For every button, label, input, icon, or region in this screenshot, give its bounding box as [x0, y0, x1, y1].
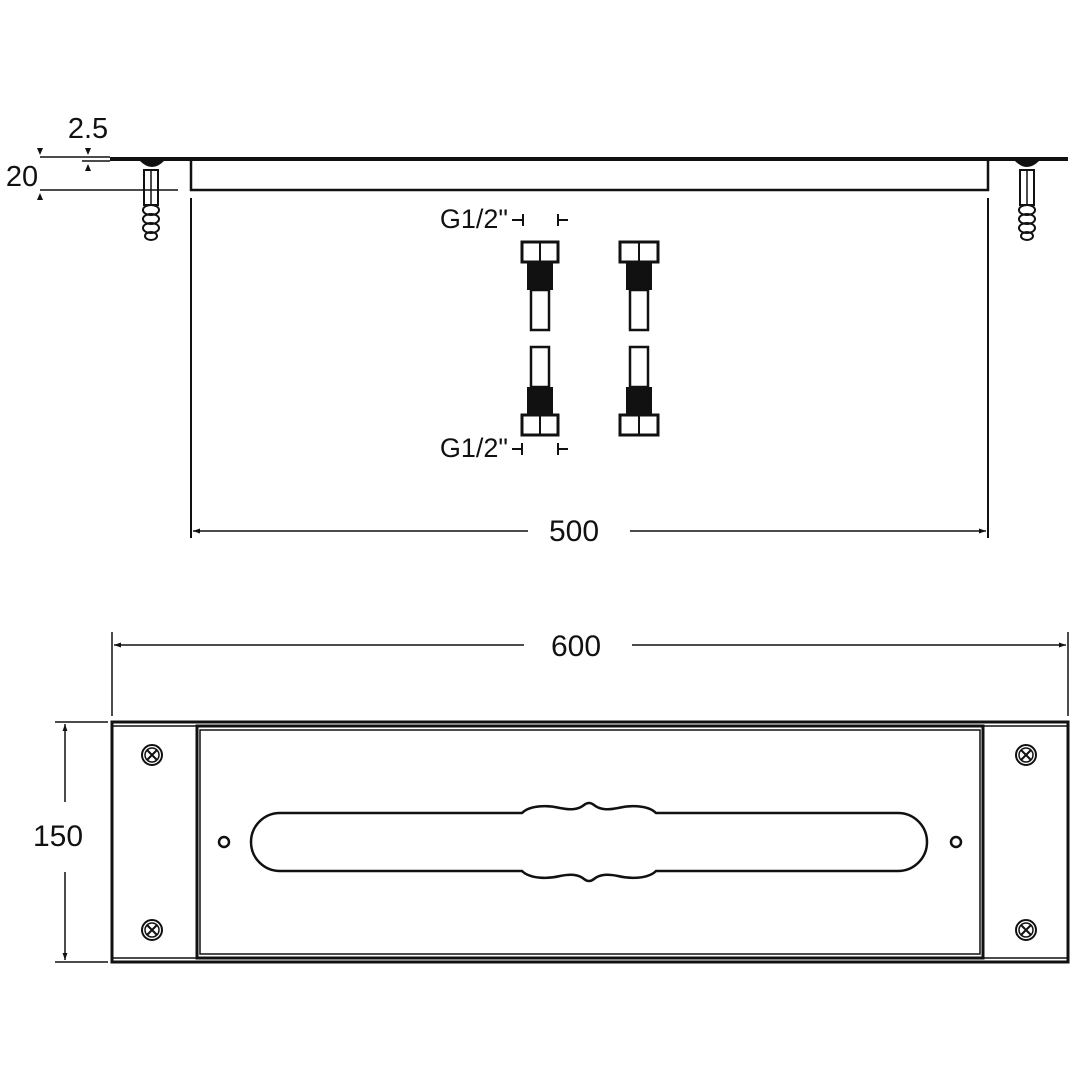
- screw-top-left: [141, 744, 163, 766]
- hose-fitting-lower-left: [520, 345, 560, 437]
- hose-fitting-lower-right: [618, 345, 660, 437]
- label-flange-thickness: 2.5: [68, 113, 108, 145]
- screw-top-right: [1015, 744, 1037, 766]
- label-body-depth: 20: [6, 161, 38, 193]
- wall-plug-left: [140, 161, 164, 241]
- pin-hole-left: [217, 835, 231, 849]
- central-slot: [249, 801, 929, 883]
- thickness-dimension: [37, 148, 165, 200]
- pin-hole-right: [949, 835, 963, 849]
- hose-fitting-upper-right: [618, 240, 660, 332]
- dimension-600: [111, 632, 1069, 716]
- thread-dimension-ticks: [512, 214, 568, 455]
- label-lower-thread: G1/2": [440, 433, 508, 463]
- inner-panel: [195, 724, 985, 960]
- screw-bottom-right: [1015, 919, 1037, 941]
- flange-plate: [110, 157, 1068, 161]
- box-body: [189, 161, 990, 192]
- screw-bottom-left: [141, 919, 163, 941]
- dimension-150: [55, 721, 108, 963]
- hose-fitting-upper-left: [520, 240, 560, 332]
- side-view: [37, 148, 1068, 538]
- label-upper-thread: G1/2": [440, 204, 508, 234]
- outer-plate: [110, 720, 1070, 964]
- front-view: [55, 632, 1070, 964]
- label-overall-width: 600: [551, 630, 601, 663]
- label-overall-height: 150: [33, 820, 83, 853]
- wall-plug-right: [1015, 161, 1039, 241]
- label-inner-width: 500: [549, 515, 599, 548]
